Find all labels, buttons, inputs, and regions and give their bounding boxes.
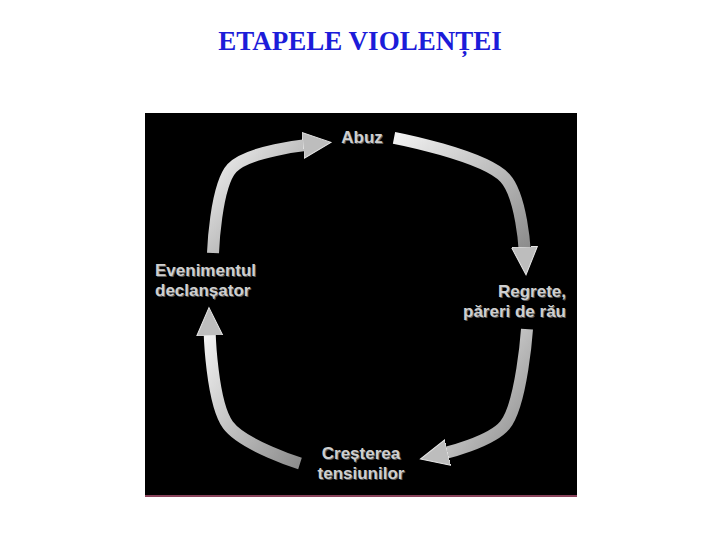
cycle-stage: Regrete, păreri de rău	[448, 280, 570, 323]
panel-edge	[145, 495, 577, 497]
cycle-stage: Evenimentul declanșator	[151, 259, 275, 302]
black-panel	[145, 113, 577, 497]
cycle-arrow	[213, 145, 307, 253]
cycle-stage: Abuz	[336, 126, 388, 150]
stage-label: Regrete, păreri de rău	[452, 282, 566, 321]
stage-label: Evenimentul declanșator	[155, 261, 271, 300]
cycle-arrow	[444, 329, 527, 453]
cycle-arrow	[394, 138, 525, 251]
cycle-stage: Creșterea tensiunilor	[306, 442, 416, 485]
diagram-title: ETAPELE VIOLENȚEI	[0, 26, 720, 57]
stage-label: Abuz	[340, 128, 384, 148]
stage-label: Creșterea tensiunilor	[310, 444, 412, 483]
cycle-arrow	[210, 332, 300, 464]
